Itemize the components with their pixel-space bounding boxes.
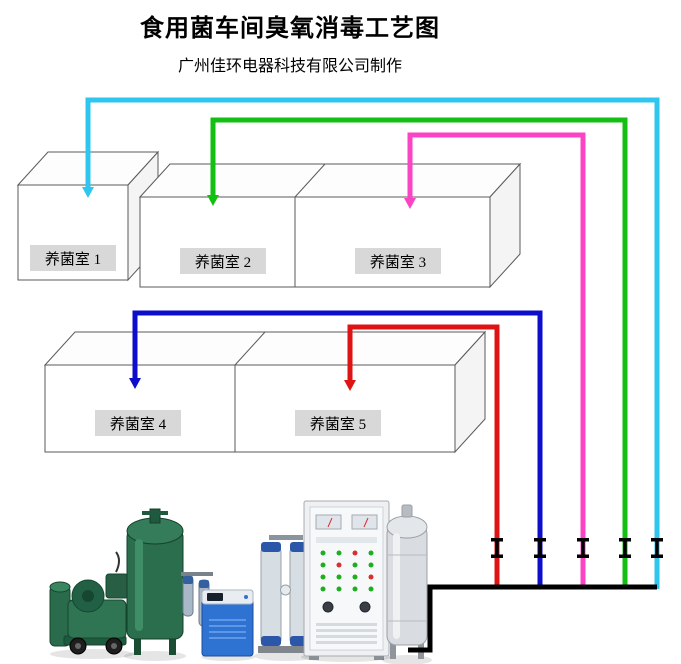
pipe-room2-line: [210, 117, 628, 589]
room45-top-face: [43, 331, 487, 366]
diagram-subtitle: 广州佳环电器科技有限公司制作: [177, 58, 402, 75]
valve-icon-1: [491, 538, 503, 558]
room5-label: 养菌室 5: [295, 410, 381, 436]
room1-label: 养菌室 1: [30, 245, 116, 271]
room3-label: 养菌室 3: [355, 248, 441, 274]
valve-icon-3: [577, 538, 589, 558]
valve-icon-5: [651, 538, 663, 558]
room45-front-face: [44, 364, 456, 453]
room4-label: 养菌室 4: [95, 410, 181, 436]
arrow-down-icon: [207, 195, 219, 206]
room45-top-divider: [234, 331, 266, 366]
room2-label: 养菌室 2: [180, 248, 266, 274]
arrow-down-icon: [82, 187, 94, 198]
pipe-room4: [129, 310, 543, 589]
ozone-mixing-vessel-image: [382, 504, 432, 664]
pipe-room5-line: [347, 324, 500, 589]
refrigerated-air-dryer-image: [201, 589, 255, 661]
ozone-generator-cabinet-image: [301, 500, 391, 662]
pipe-room3-line: [407, 132, 586, 589]
pipe-room4-line: [132, 310, 543, 589]
room23-top-divider: [294, 163, 326, 198]
air-storage-tank-image: [124, 508, 186, 661]
arrow-down-icon: [344, 380, 356, 391]
valve-icon-4: [619, 538, 631, 558]
pipe-main-manifold: [408, 584, 657, 653]
pipe-room1: [82, 97, 660, 589]
pipe-main-line: [408, 584, 657, 653]
pipe-room1-line: [85, 97, 660, 589]
arrow-down-icon: [404, 198, 416, 209]
room23-top-face: [138, 163, 522, 198]
pipe-room3: [404, 132, 586, 589]
arrow-down-icon: [129, 378, 141, 389]
air-compressor-image: [49, 551, 134, 659]
diagram-title: 食用菌车间臭氧消毒工艺图: [140, 15, 440, 42]
pipe-room2: [207, 117, 628, 589]
valve-icon-2: [534, 538, 546, 558]
pipe-room5: [344, 324, 500, 589]
